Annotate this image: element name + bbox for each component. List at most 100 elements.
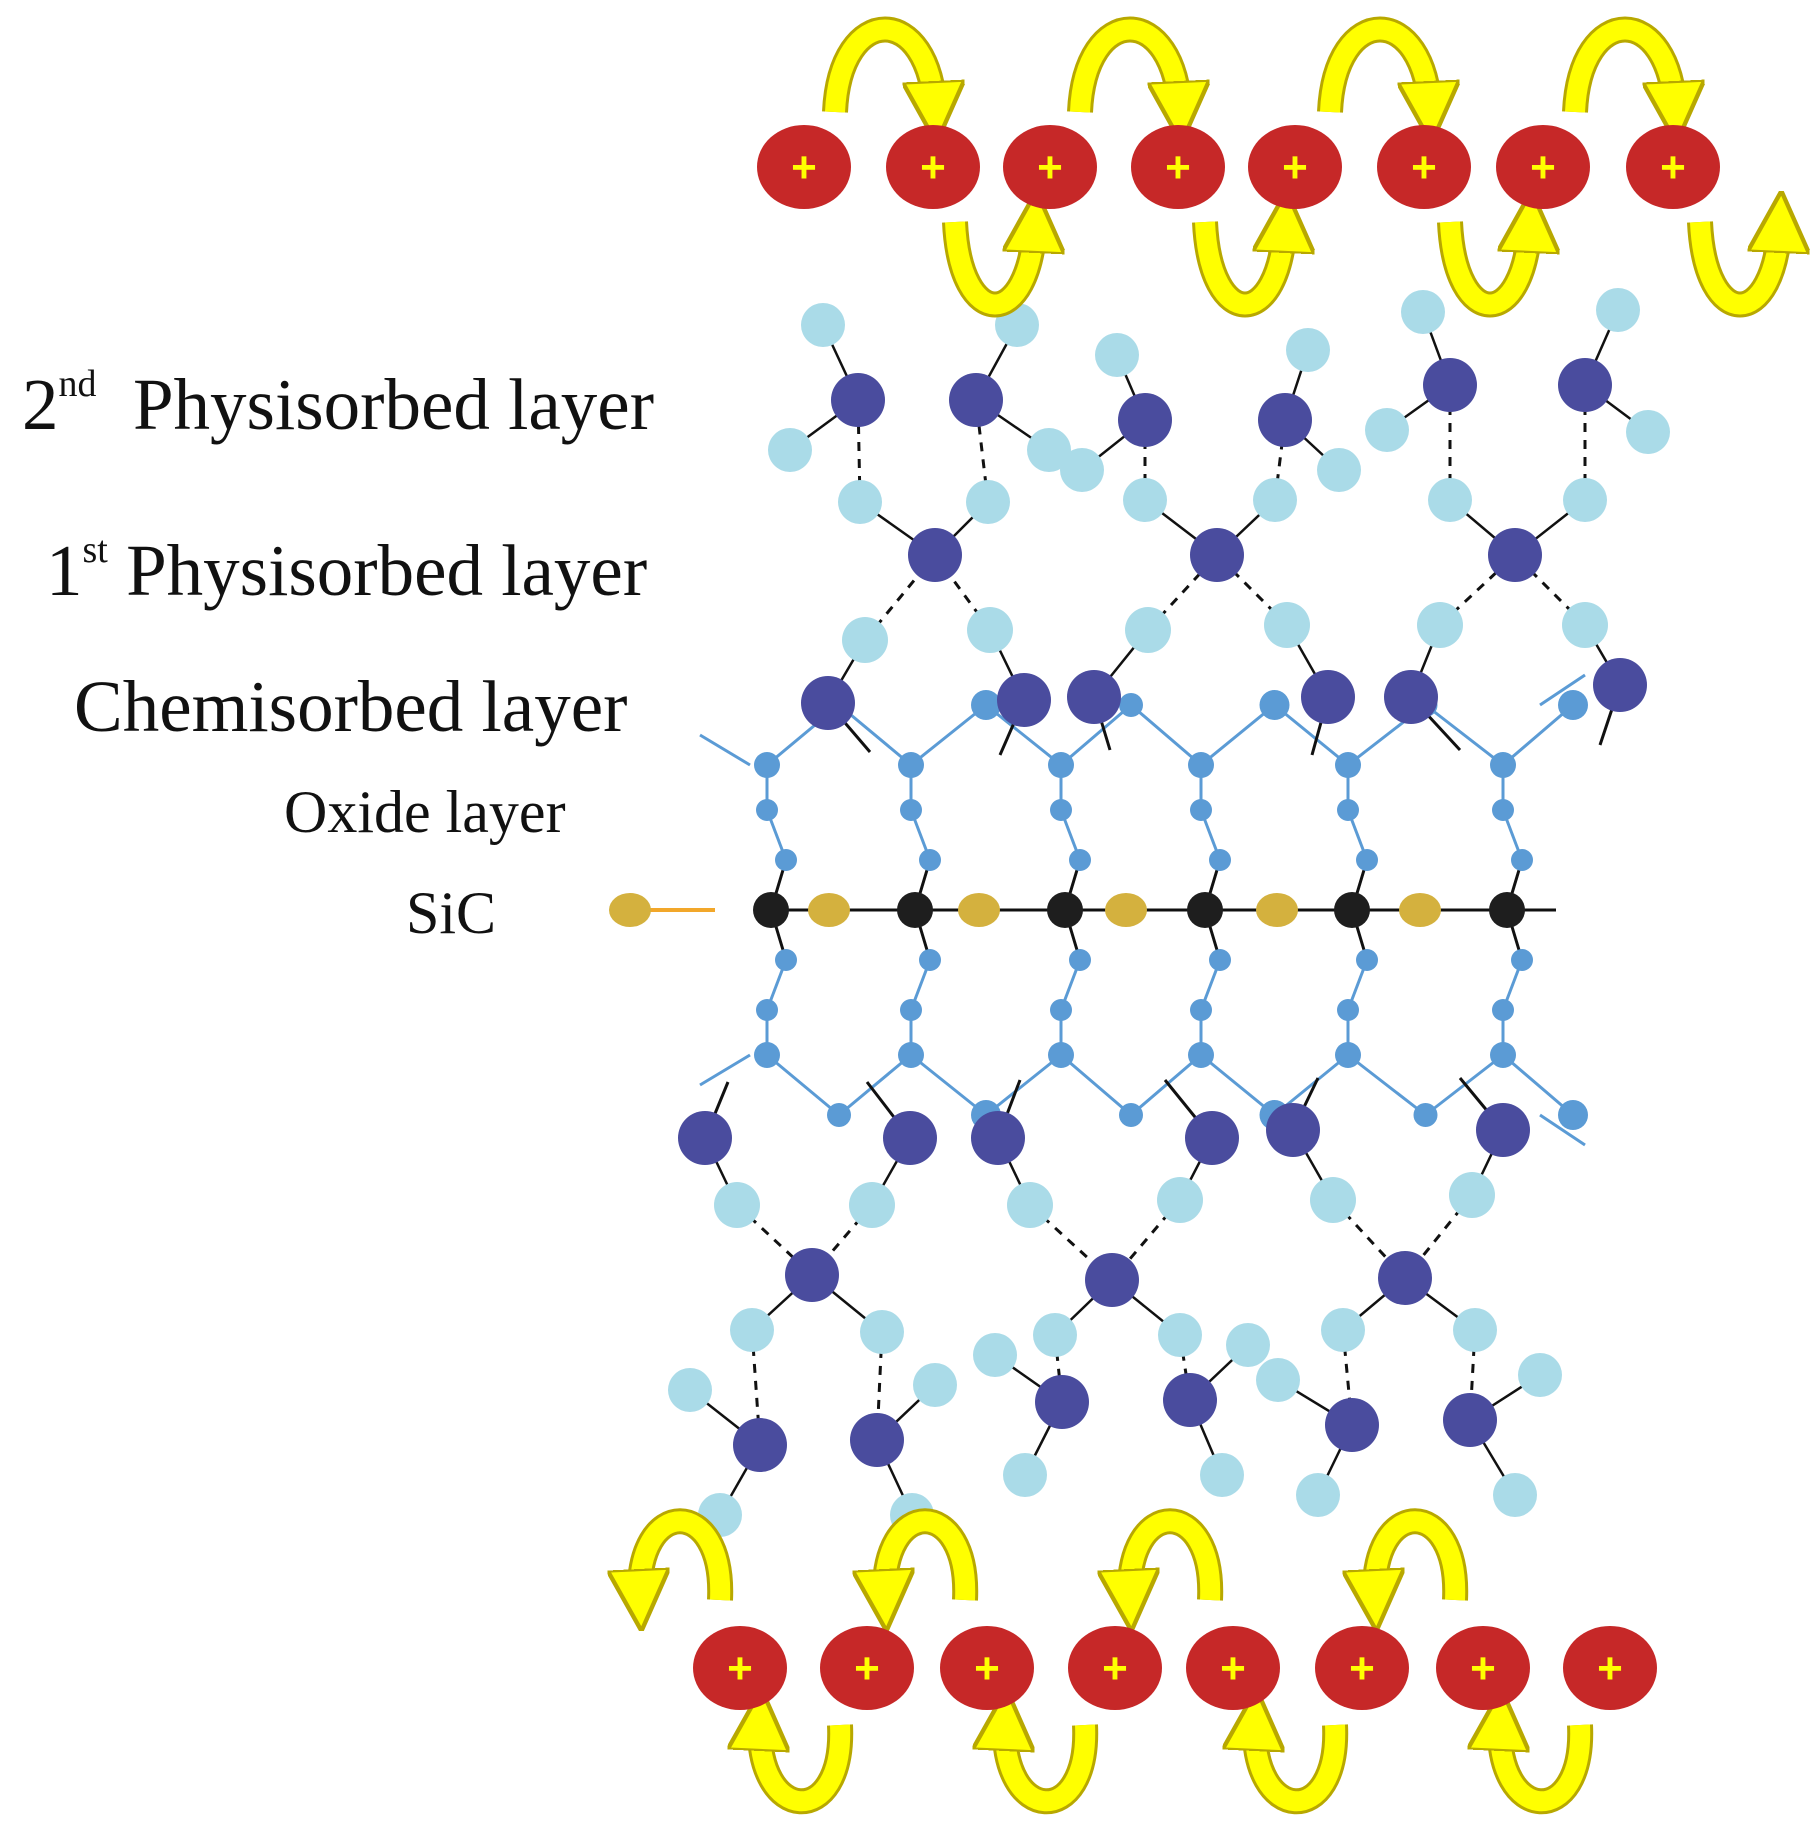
oxide-network-bond: [910, 703, 987, 767]
hop-arrow-top-lower: [1440, 222, 1530, 315]
water-hydrogen-atom: [1253, 478, 1297, 522]
oxide-atom: [1209, 949, 1231, 971]
hop-arrow-bottom-upper: [885, 1511, 976, 1600]
water-hydrogen-atom: [1401, 290, 1445, 334]
chemisorbed-hydrogen-atom: [1310, 1177, 1356, 1223]
atoms-layer: [609, 288, 1670, 1537]
oxide-edge-bond: [1539, 1113, 1586, 1147]
sic-carbon-atom: [1256, 893, 1298, 927]
water-hydrogen-atom: [801, 303, 845, 347]
label-1st-physisorbed-layer: 1st Physisorbed layer: [46, 531, 647, 607]
water-oxygen-atom: [831, 373, 885, 427]
hop-arrow-bottom-lower: [760, 1720, 851, 1812]
label-2nd-text: Physisorbed layer: [132, 364, 655, 445]
oxide-network-bond: [1273, 703, 1349, 767]
oxide-atom: [1511, 949, 1533, 971]
ion-circle: [820, 1626, 914, 1710]
oxide-atom: [1048, 752, 1074, 778]
hopping-arrows-layer: [640, 16, 1780, 1815]
ion-circle: [940, 1626, 1034, 1710]
hop-arrow-top-lower: [945, 222, 1035, 315]
chemisorbed-hydrogen-atom: [1417, 602, 1463, 648]
water-oxygen-atom: [1035, 1375, 1089, 1429]
water-hydrogen-atom: [973, 1333, 1017, 1377]
water-hydrogen-atom: [1321, 1308, 1365, 1352]
label-2nd-physisorbed-layer: 2nd Physisorbed layer: [22, 365, 654, 441]
ion-charge-sign: +: [1597, 1644, 1623, 1693]
chemisorbed-hydrogen-atom: [967, 607, 1013, 653]
water-hydrogen-atom: [1027, 428, 1071, 472]
oxide-network-bond: [985, 1053, 1062, 1117]
ion-charge-sign: +: [791, 143, 817, 192]
water-oxygen-atom: [1258, 393, 1312, 447]
chemisorbed-oxygen-atom: [678, 1111, 732, 1165]
water-hydrogen-atom: [1095, 333, 1139, 377]
water-oxygen-atom: [1325, 1398, 1379, 1452]
oxide-edge-bond: [699, 1053, 751, 1087]
oxide-atom: [1188, 752, 1214, 778]
water-oxygen-atom: [733, 1418, 787, 1472]
oxide-network-bond: [1060, 703, 1132, 767]
hop-arrow-top-lower: [1690, 222, 1780, 315]
ion-charge-sign: +: [974, 1644, 1000, 1693]
ion-circle: [757, 125, 851, 209]
water-hydrogen-atom: [668, 1368, 712, 1412]
oxide-edge-bond: [699, 733, 751, 767]
oxide-atom: [775, 949, 797, 971]
label-1st-text: Physisorbed layer: [126, 530, 648, 611]
oxide-atom: [1069, 949, 1091, 971]
water-hydrogen-atom: [730, 1308, 774, 1352]
water-hydrogen-atom: [1200, 1453, 1244, 1497]
oxide-atom: [775, 849, 797, 871]
label-chemisorbed-layer: Chemisorbed layer: [74, 666, 628, 747]
water-oxygen-atom: [1423, 358, 1477, 412]
ion-circle: [1315, 1626, 1409, 1710]
ion-charge-sign: +: [1282, 143, 1308, 192]
water-oxygen-atom: [1378, 1251, 1432, 1305]
hop-arrow-top-upper: [1565, 19, 1675, 113]
oxide-atom: [1356, 949, 1378, 971]
oxide-bridge-atom: [1119, 1103, 1143, 1127]
oxide-atom: [1188, 1042, 1214, 1068]
water-hydrogen-atom: [1158, 1313, 1202, 1357]
oxide-network-bond: [1502, 1053, 1574, 1117]
ion-charge-sign: +: [1102, 1644, 1128, 1693]
sic-silicon-atom: [1334, 892, 1370, 928]
sic-carbon-atom: [1105, 893, 1147, 927]
oxide-atom: [1337, 799, 1359, 821]
water-oxygen-atom: [1085, 1253, 1139, 1307]
ion-charge-sign: +: [1530, 143, 1556, 192]
chemisorbed-hydrogen-atom: [849, 1182, 895, 1228]
oxide-atom: [756, 799, 778, 821]
ion-charge-sign: +: [920, 143, 946, 192]
hop-arrow-top-upper: [1070, 19, 1180, 113]
oxide-atom: [1048, 1042, 1074, 1068]
chemisorbed-oxygen-atom: [997, 673, 1051, 727]
oxide-atom: [1050, 999, 1072, 1021]
oxide-network-bond: [910, 1053, 987, 1117]
water-oxygen-atom: [1488, 528, 1542, 582]
sic-carbon-atom: [1399, 893, 1441, 927]
water-hydrogen-atom: [1003, 1453, 1047, 1497]
water-hydrogen-atom: [1060, 448, 1104, 492]
sic-silicon-atom: [1187, 892, 1223, 928]
label-2nd-ordinal: 2: [22, 364, 59, 445]
oxide-bridge-atom: [971, 690, 1001, 720]
hop-arrow-top-upper: [825, 19, 935, 113]
ion-charge-sign: +: [1220, 1644, 1246, 1693]
ion-circle: [1003, 125, 1097, 209]
water-hydrogen-atom: [1256, 1358, 1300, 1402]
ion-circle: [1377, 125, 1471, 209]
chemisorbed-oxygen-atom: [801, 676, 855, 730]
chemisorbed-hydrogen-atom: [842, 617, 888, 663]
oxide-atom: [1335, 1042, 1361, 1068]
oxide-atom: [919, 849, 941, 871]
oxide-atom: [754, 1042, 780, 1068]
oxide-network-bond: [766, 1053, 840, 1117]
ion-charge-sign: +: [1349, 1644, 1375, 1693]
chemisorbed-hydrogen-atom: [714, 1182, 760, 1228]
sic-carbon-atom: [958, 893, 1000, 927]
ion-circle: [886, 125, 980, 209]
oxide-atom: [1490, 1042, 1516, 1068]
